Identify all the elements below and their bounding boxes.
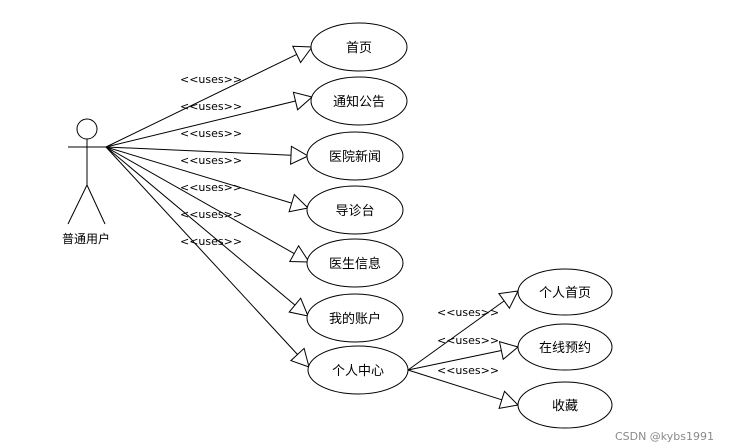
edge-label-favorites: <<uses>> (437, 364, 499, 377)
edge-news-line (105, 146, 292, 156)
use-case-center[interactable] (307, 345, 409, 395)
edge-label-center: <<uses>> (180, 235, 242, 248)
association-lines (105, 45, 520, 410)
edge-booking-arrowhead (498, 340, 520, 361)
use-case-label-guide: 导诊台 (335, 204, 374, 219)
actor-head (76, 118, 98, 140)
edge-label-notice: <<uses>> (180, 100, 242, 113)
use-cases (306, 22, 613, 429)
use-case-label-center: 个人中心 (332, 364, 384, 379)
use-case-notice[interactable] (310, 76, 408, 126)
use-case-label-favorites: 收藏 (552, 399, 578, 414)
edge-guide-arrowhead (288, 193, 310, 213)
actor-label: 普通用户 (62, 231, 110, 246)
edge-favorites-line (407, 369, 502, 401)
use-case-label-personal-home: 个人首页 (539, 286, 591, 301)
use-case-label-home: 首页 (346, 41, 372, 56)
edge-personal-home-line (407, 300, 505, 371)
use-case-doctor[interactable] (306, 238, 404, 288)
edge-notice-line (105, 100, 296, 148)
edge-news-arrowhead (290, 145, 310, 166)
edge-account-line (105, 146, 296, 306)
use-case-labels: 首页 通知公告 医院新闻 导诊台 医生信息 我的账户 个人中心 个人首页 在线预… (329, 41, 591, 414)
edge-labels: <<uses>> <<uses>> <<uses>> <<uses>> <<us… (180, 73, 499, 377)
edge-personal-home-arrowhead (498, 290, 519, 310)
edge-label-personal-home: <<uses>> (437, 306, 499, 319)
edge-label-doctor: <<uses>> (180, 181, 242, 194)
edge-center-arrowhead (289, 347, 310, 368)
use-case-home[interactable] (310, 22, 408, 72)
edge-notice-arrowhead (292, 91, 314, 111)
use-case-label-booking: 在线预约 (539, 341, 591, 356)
use-case-label-notice: 通知公告 (333, 94, 385, 110)
use-case-personal-home[interactable] (517, 268, 613, 316)
edge-home-line (105, 53, 297, 148)
edge-guide-line (105, 146, 292, 204)
edge-doctor-line (105, 146, 295, 255)
edge-favorites-arrowhead (498, 390, 520, 410)
edge-account-arrowhead (288, 297, 309, 317)
edge-label-guide: <<uses>> (180, 154, 242, 167)
edge-label-account: <<uses>> (180, 208, 242, 221)
edge-label-home: <<uses>> (180, 73, 242, 86)
use-case-label-news: 医院新闻 (329, 149, 381, 165)
edge-doctor-arrowhead (288, 244, 310, 263)
actor-left-leg (67, 184, 88, 225)
use-case-label-doctor: 医生信息 (329, 256, 381, 272)
actor-figure (67, 118, 106, 225)
edge-label-news: <<uses>> (180, 127, 242, 140)
use-case-news[interactable] (306, 131, 404, 181)
use-case-favorites[interactable] (517, 381, 613, 429)
use-case-booking[interactable] (517, 323, 613, 371)
use-case-guide[interactable] (306, 185, 404, 235)
use-case-account[interactable] (306, 293, 404, 343)
edge-home-arrowhead (291, 45, 313, 64)
edge-booking-line (407, 350, 502, 371)
watermark: CSDN @kybs1991 (615, 430, 714, 443)
actor-right-leg (86, 184, 106, 225)
edge-label-booking: <<uses>> (437, 334, 499, 347)
edge-center-line (105, 146, 298, 355)
use-case-label-account: 我的账户 (329, 311, 381, 327)
